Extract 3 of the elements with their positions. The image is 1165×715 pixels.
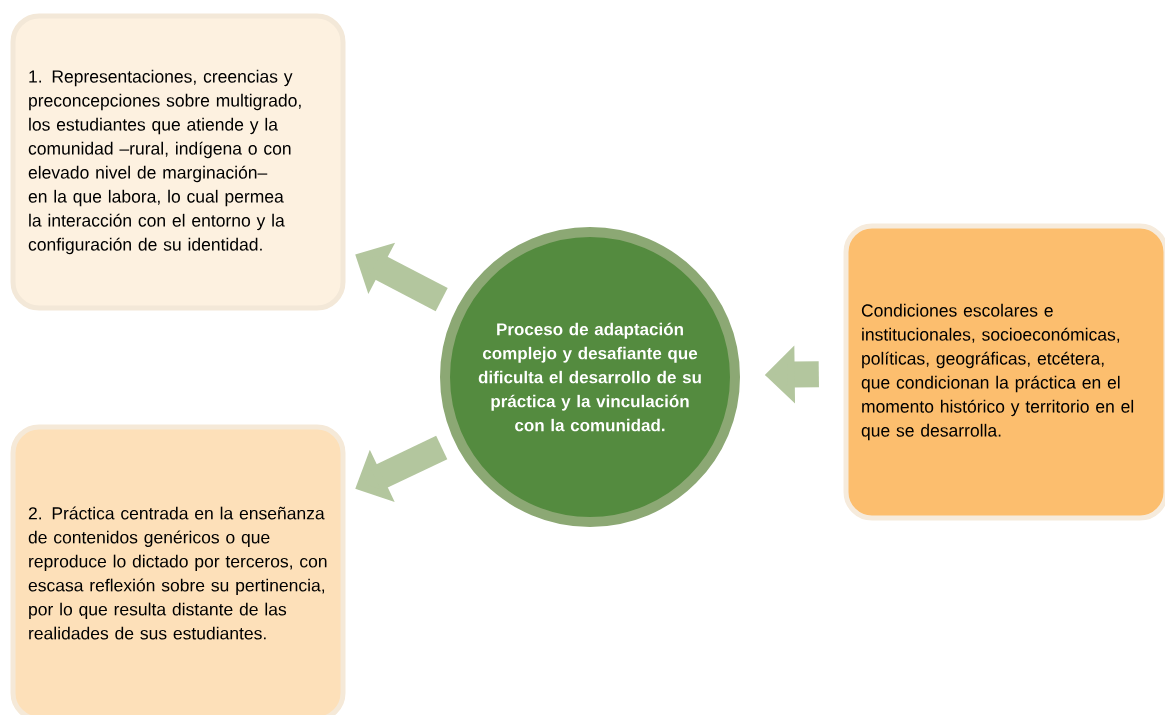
text-box: Condiciones escolares e institucionales, socioeconómicas, políticas, geográficas, etcétera, que condicionan la práctica en el momento histórico y territorio en el que se desarrolla.	[843, 223, 1165, 521]
text-box: 1. Representaciones, creencias y preconcepciones sobre multigrado, los estudiantes que atiende y la comunidad –rural, indígena o con elevado nivel de marginación– en la que labora, lo cual permea la interacción con el entorno y la configuración de su identidad.	[10, 13, 346, 311]
text-box: 2. Práctica centrada en la enseñanza de contenidos genéricos o que reproduce lo dictado por terceros, con escasa reflexión sobre su pertinencia, por lo que resulta distante de las realidades de sus estudiantes.	[10, 424, 346, 715]
